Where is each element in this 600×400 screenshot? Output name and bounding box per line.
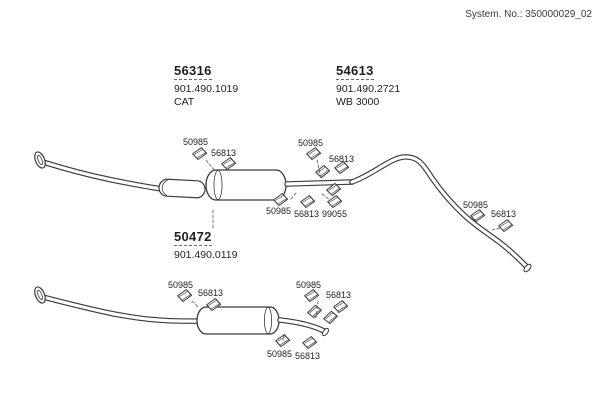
front-flange-icon — [34, 151, 46, 169]
system-number: System. No.: 350000029_02 — [465, 9, 592, 20]
hanger-bracket-icon — [321, 309, 340, 326]
callout-label-50985: 50985 — [296, 280, 322, 290]
callout-label-56813: 56813 — [211, 148, 237, 158]
callout-label-56813: 56813 — [295, 351, 321, 361]
middle-muffler — [205, 169, 287, 201]
callout-label-56813: 56813 — [329, 154, 355, 164]
part-group-56316: 56316 901.490.1019 CAT — [174, 62, 238, 108]
callout-label-50985: 50985 — [168, 280, 194, 290]
front-flange-icon — [34, 286, 46, 304]
clamp-icon — [305, 146, 323, 161]
part-note: WB 3000 — [336, 96, 380, 108]
part-note: CAT — [174, 96, 195, 108]
clamp-icon — [191, 146, 209, 161]
leader-lines — [191, 159, 501, 341]
part-number: 56316 — [174, 63, 212, 80]
clamp-icon — [497, 218, 515, 233]
bottom-exhaust-system — [34, 286, 330, 337]
front-pipe — [40, 294, 205, 324]
rear-muffler — [196, 306, 280, 335]
order-number: 901.490.1019 — [174, 83, 239, 95]
callout-label-50985: 50985 — [266, 206, 292, 216]
callout-label-56813: 56813 — [326, 290, 352, 300]
part-group-50472: 50472 901.490.0119 — [174, 228, 237, 262]
callout-label-56813: 56813 — [198, 288, 224, 298]
tail-pipe-outlet — [523, 263, 532, 273]
part-group-54613: 54613 901.490.2721 WB 3000 — [336, 62, 400, 108]
callout-label-50985: 50985 — [298, 138, 324, 148]
hanger-bracket-icon — [313, 163, 332, 180]
order-number: 901.490.2721 — [336, 83, 401, 95]
callout-label-56813: 56813 — [294, 209, 320, 219]
callout-label-50985: 50985 — [267, 349, 293, 359]
clamp-icon — [274, 333, 292, 348]
part-number: 54613 — [336, 63, 374, 80]
clamp-icon — [303, 288, 321, 303]
clamp-icon — [326, 194, 344, 209]
part-number: 50472 — [174, 229, 212, 246]
callout-label-99055: 99055 — [322, 209, 348, 219]
callout-label-56813: 56813 — [491, 209, 517, 219]
clamp-icon — [299, 194, 317, 209]
clamp-icon — [176, 288, 194, 303]
order-number: 901.490.0119 — [174, 249, 238, 261]
hanger-bracket-icon — [305, 303, 324, 320]
catalytic-converter — [158, 178, 206, 199]
callout-label-50985: 50985 — [463, 200, 489, 210]
tail-pipe-outlet — [321, 327, 330, 337]
callout-label-50985: 50985 — [183, 137, 209, 147]
clamp-icon — [301, 335, 319, 350]
clamp-icon — [220, 156, 238, 171]
clamp-icon — [332, 299, 350, 314]
